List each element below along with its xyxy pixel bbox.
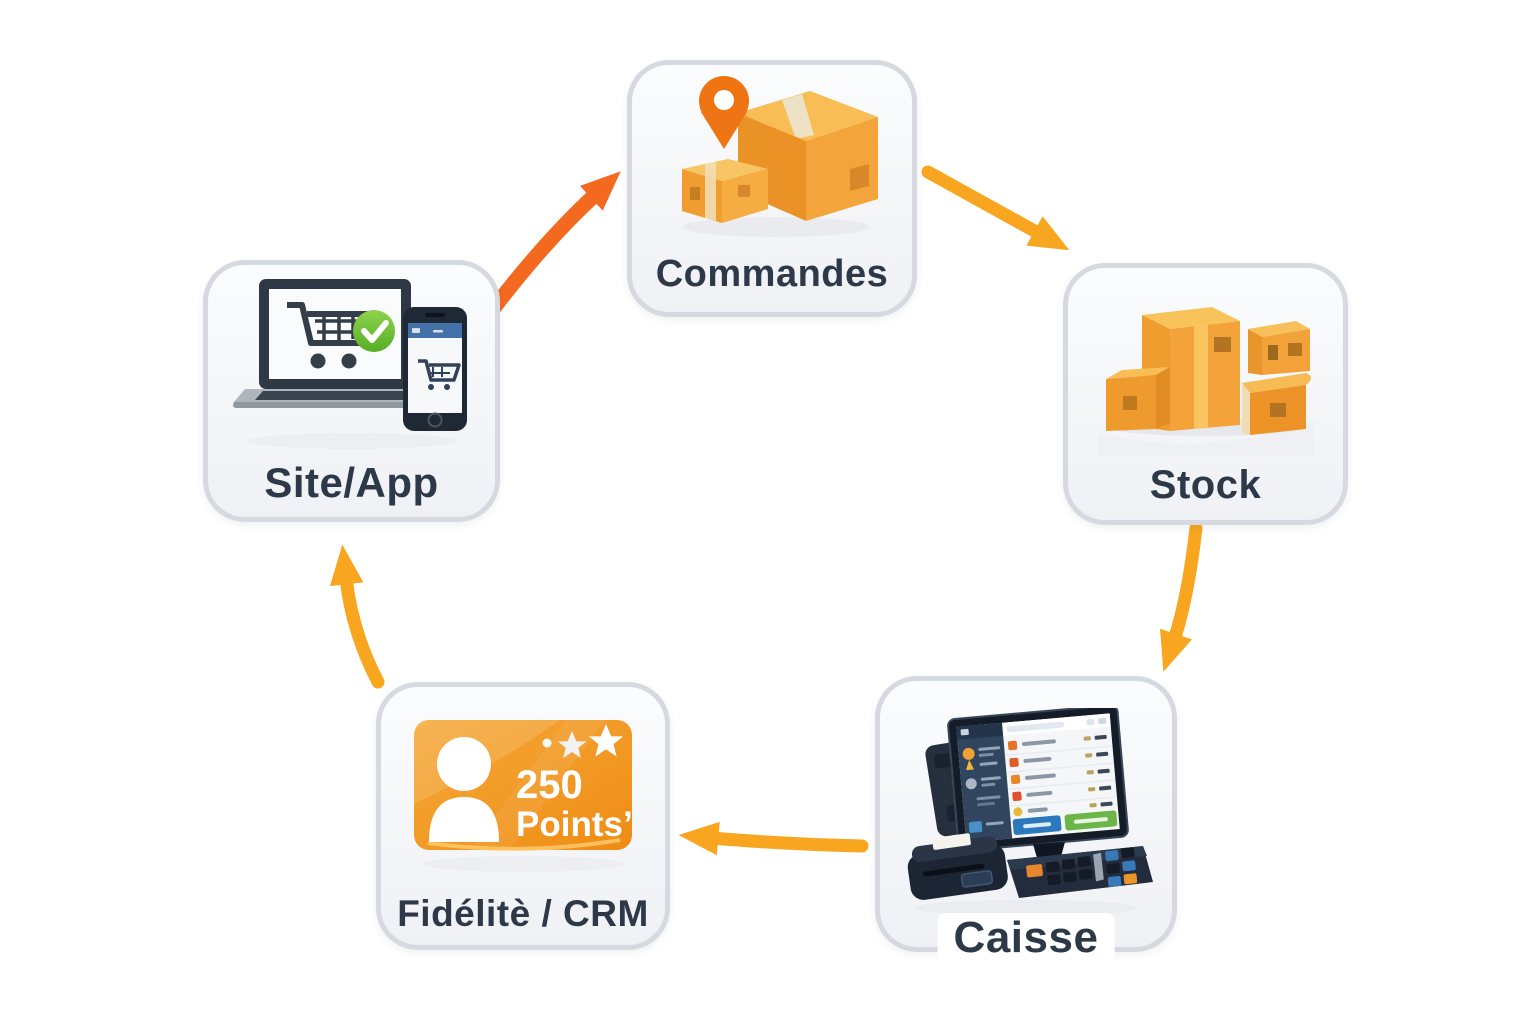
receipt-printer <box>907 833 1008 900</box>
laptop-phone-cart-icon <box>208 265 495 459</box>
node-label-commandes: Commandes <box>655 253 889 295</box>
node-label-caisse: Caisse <box>937 913 1115 963</box>
node-label-site-app: Site/App <box>264 459 439 506</box>
stacked-cardboard-boxes-icon <box>1068 268 1343 463</box>
pos-terminal-icon <box>880 681 1172 947</box>
points-value: 250 <box>516 763 583 807</box>
node-card-caisse: Caisse <box>875 676 1177 963</box>
node-label-stock: Stock <box>1149 463 1262 507</box>
node-label-fidelite-crm: Fidélitè / CRM <box>397 893 649 934</box>
arrow-stock-to-caisse <box>1160 521 1203 672</box>
dot-icon <box>542 738 552 748</box>
check-badge-icon <box>352 310 395 352</box>
smartphone-icon <box>402 307 467 431</box>
star-icon <box>588 724 624 757</box>
points-label: Points’ <box>516 805 633 844</box>
arrow-fidelite-to-site <box>329 544 385 689</box>
loyalty-card-icon: 250 Points’ <box>381 687 665 893</box>
node-card-fidelite-crm: 250 Points’ Fidélitè / CRM <box>376 682 670 950</box>
person-silhouette-icon <box>429 737 499 842</box>
arrow-caisse-to-fidelite <box>678 821 869 856</box>
node-card-site-app: Site/App <box>203 260 500 522</box>
node-card-stock: Stock <box>1063 263 1348 525</box>
node-card-commandes: Commandes <box>627 60 917 317</box>
pos-keypad <box>1026 847 1138 887</box>
arrow-commandes-to-stock <box>921 165 1070 251</box>
star-icon <box>557 731 587 759</box>
packages-location-pin-icon <box>632 65 912 253</box>
